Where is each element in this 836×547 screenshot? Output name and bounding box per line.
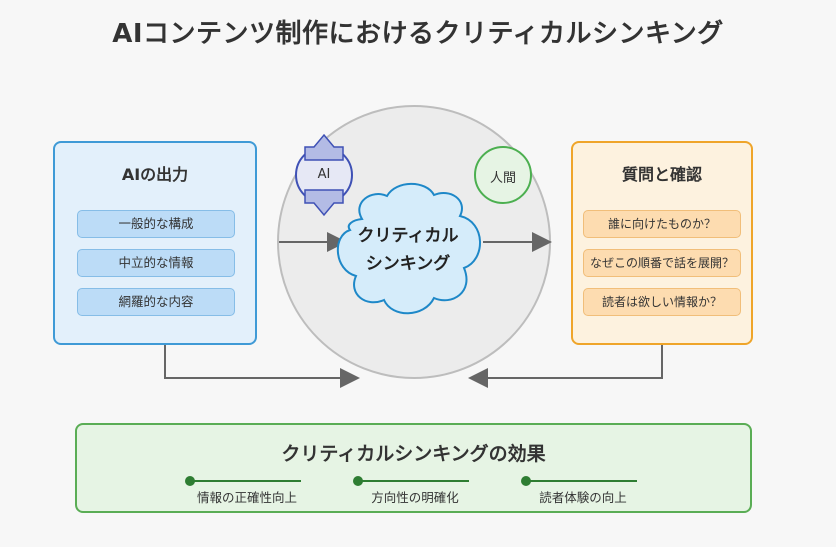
effect-label: 方向性の明確化 (371, 490, 459, 505)
bullet-dot-icon (353, 476, 363, 486)
bullet-dot-icon (185, 476, 195, 486)
ai-output-item: 網羅的な内容 (77, 288, 235, 316)
cloud-label-line2: シンキング (365, 254, 451, 274)
ai-output-heading: AIの出力 (121, 165, 189, 184)
question-item: 読者は欲しい情報か？ (583, 288, 741, 316)
ai-output-item: 中立的な情報 (77, 249, 235, 277)
effect-underline (529, 480, 637, 482)
question-item: なぜこの順番で話を展開？ (583, 249, 741, 277)
cloud-label-line1: クリティカル (357, 226, 459, 246)
arrow-ai-output-to-circle (164, 345, 360, 388)
effect-item: 情報の正確性向上 (185, 473, 335, 505)
cloud-label: クリティカル シンキング (335, 222, 481, 278)
effects-panel: クリティカルシンキングの効果 情報の正確性向上 方向性の明確化 読者体験の向上 (75, 423, 752, 513)
page-title: AIコンテンツ制作におけるクリティカルシンキング (112, 19, 724, 49)
critical-thinking-cloud (336, 182, 481, 315)
effect-label: 読者体験の向上 (539, 490, 627, 505)
effect-underline (361, 480, 469, 482)
human-node-label: 人間 (489, 171, 516, 186)
human-node (474, 146, 532, 204)
questions-panel: 質問と確認 誰に向けたものか？ なぜこの順番で話を展開？ 読者は欲しい情報か？ (571, 141, 753, 345)
effect-item: 読者体験の向上 (521, 473, 671, 505)
question-item: 誰に向けたものか？ (583, 210, 741, 238)
ai-output-panel: AIの出力 一般的な構成 中立的な情報 網羅的な内容 (53, 141, 257, 345)
questions-heading: 質問と確認 (621, 165, 702, 184)
bullet-dot-icon (521, 476, 531, 486)
effects-heading: クリティカルシンキングの効果 (281, 443, 546, 465)
effect-underline (193, 480, 301, 482)
arrow-questions-to-circle (468, 345, 663, 388)
ai-node-top-icon (304, 133, 344, 161)
ai-node-bottom-icon (304, 189, 344, 217)
ai-output-item: 一般的な構成 (77, 210, 235, 238)
effect-label: 情報の正確性向上 (196, 490, 297, 505)
ai-node-label: AI (317, 167, 331, 182)
effect-item: 方向性の明確化 (353, 473, 503, 505)
